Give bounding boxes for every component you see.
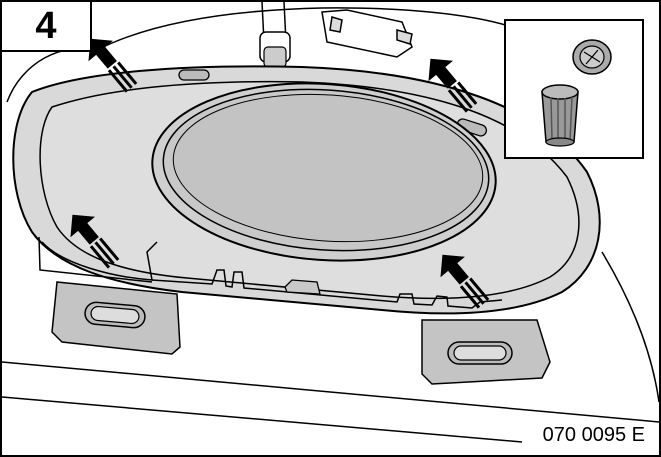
machine-background-lines <box>2 2 659 443</box>
push-arrow-icon <box>440 254 490 309</box>
lower-right-tab <box>421 319 551 385</box>
push-arrow-icon <box>70 214 120 269</box>
filter-window <box>151 82 497 262</box>
wire-connector <box>259 31 291 68</box>
step-number: 4 <box>35 5 57 47</box>
filter-cap-and-basket-icon <box>541 39 612 147</box>
lower-left-tab <box>51 281 181 355</box>
figure-code: 070 0095 E <box>540 424 647 447</box>
push-arrow-icon <box>88 38 138 93</box>
inset-detail <box>504 19 644 159</box>
top-bracket <box>321 9 413 58</box>
push-arrow-icon <box>428 58 478 113</box>
step-number-box: 4 <box>2 2 92 52</box>
